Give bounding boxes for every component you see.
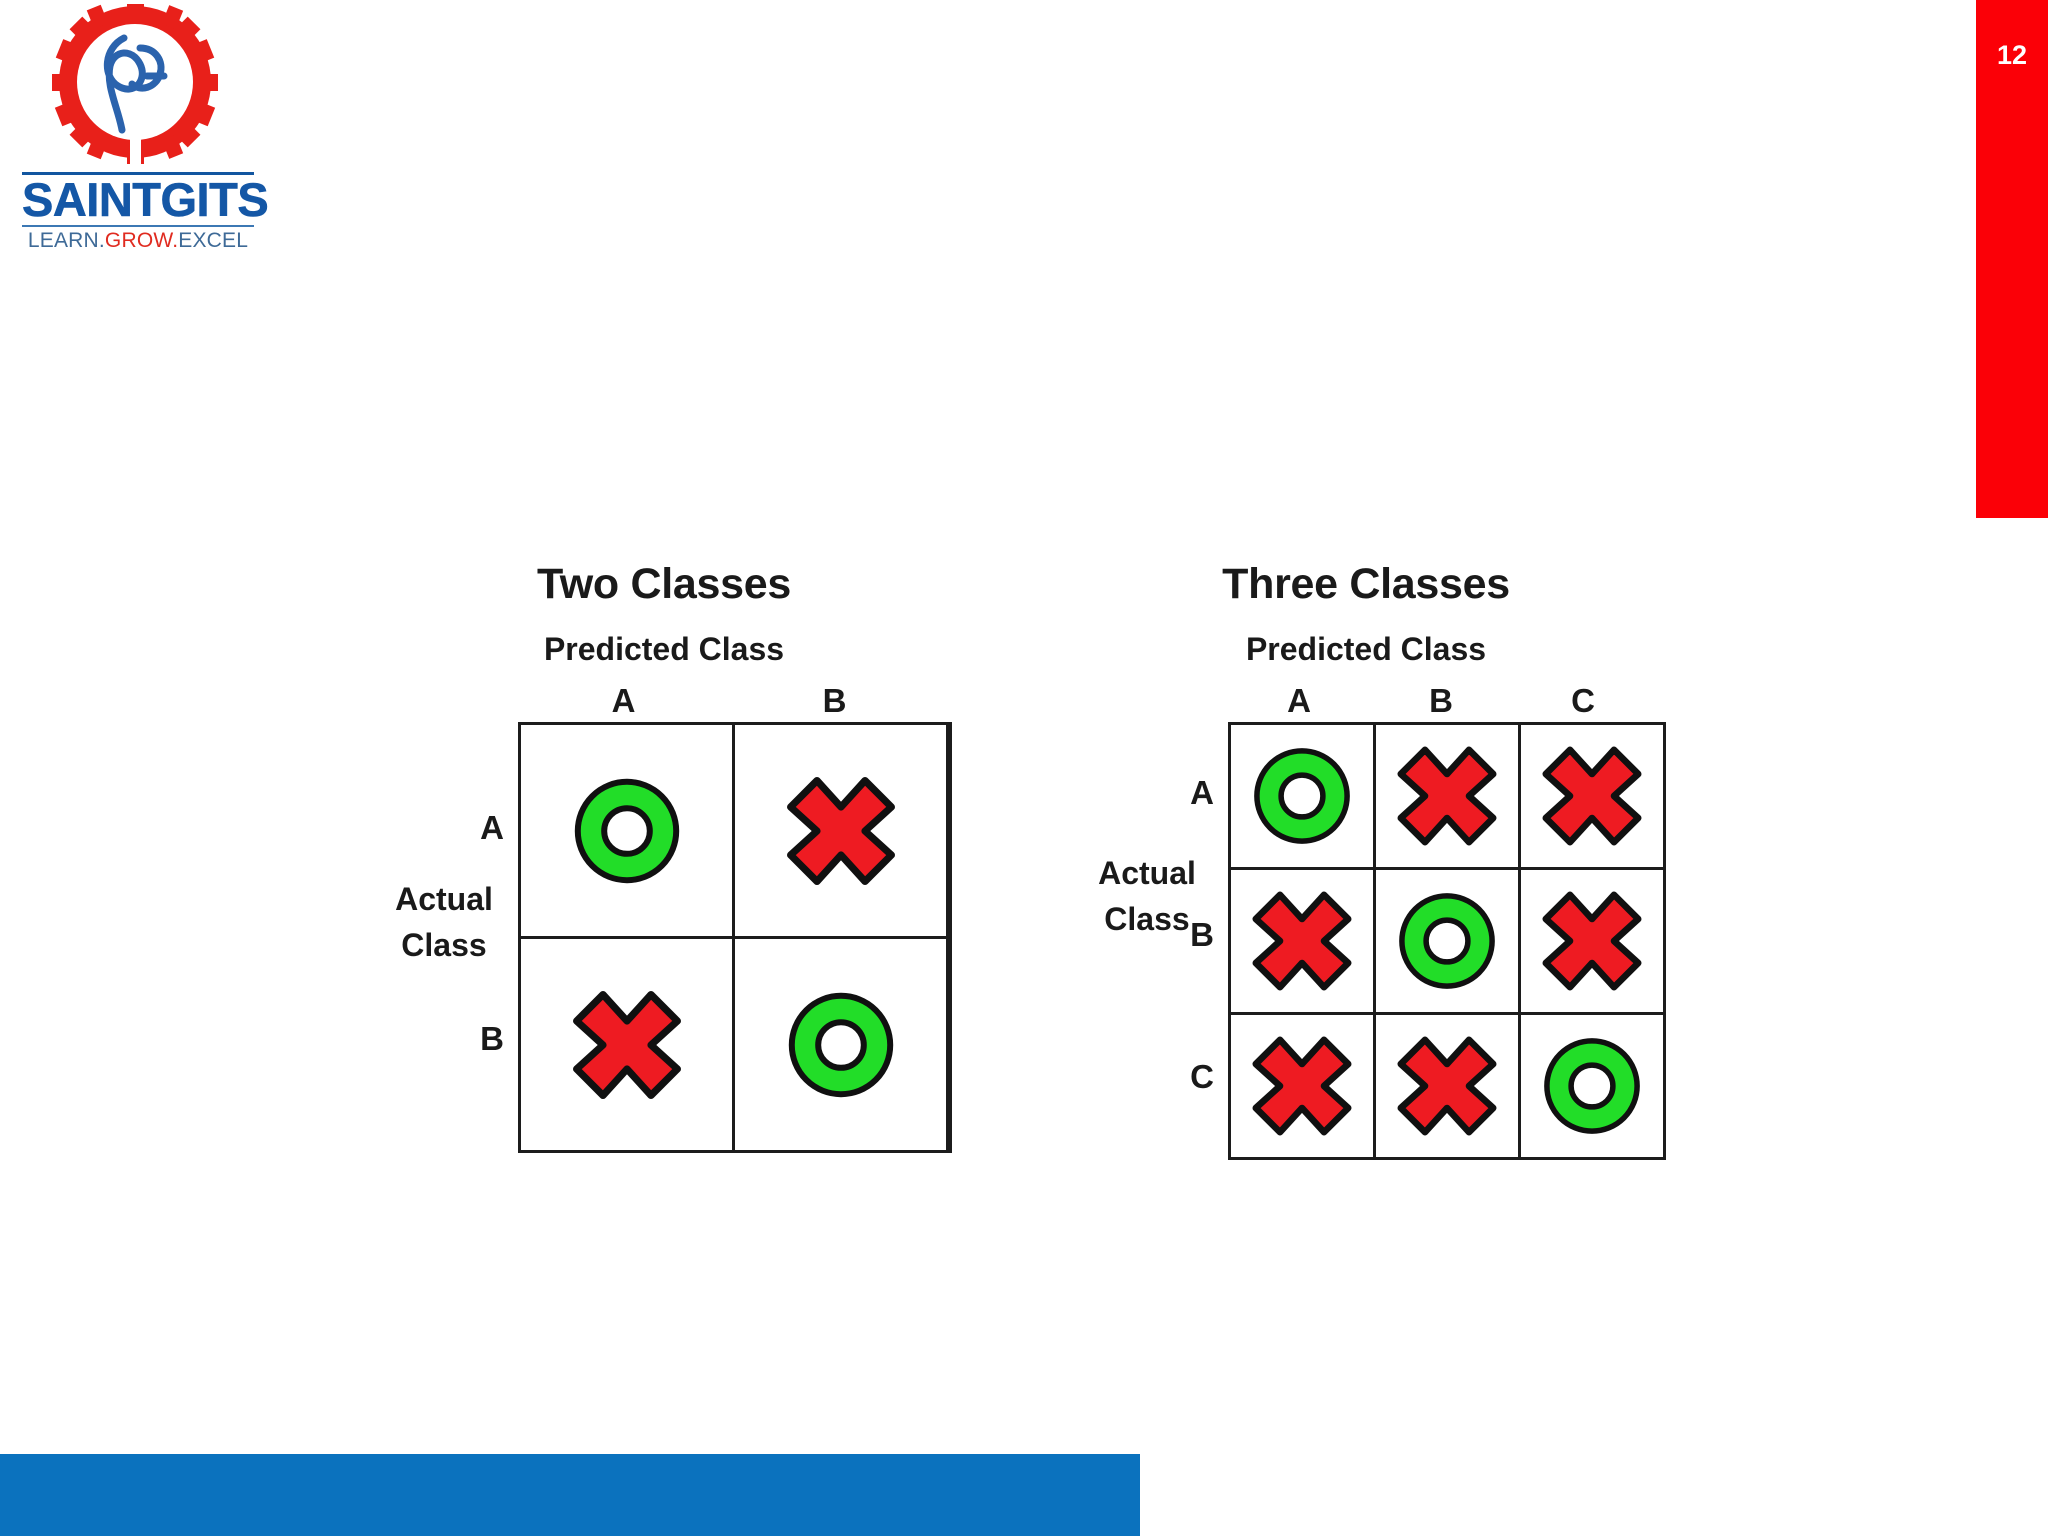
page-number: 12: [1996, 39, 2028, 70]
logo-name-text: SAINTGITS: [22, 173, 269, 226]
correct-ring-icon: [574, 778, 679, 883]
column-header-c: C: [1571, 682, 1595, 719]
cell-a-b: [1376, 725, 1518, 867]
cell-b-c: [1521, 870, 1663, 1012]
panel-title-two-classes: Two Classes: [536, 560, 791, 608]
row-headers-three: A B C: [1162, 722, 1214, 1148]
tagline-part-grow: GROW.: [104, 229, 179, 252]
cell-b-a: [521, 939, 732, 1150]
column-header-a: A: [1287, 682, 1311, 719]
row-header-b: B: [1190, 916, 1214, 953]
row-headers-two: A B: [452, 722, 504, 1144]
column-header-b: B: [822, 682, 847, 719]
predicted-class-label-two: Predicted Class: [543, 631, 785, 667]
cell-a-a: [521, 725, 732, 936]
actual-class-label-three: Actual Class: [1062, 850, 1232, 942]
column-header-a: A: [611, 682, 636, 719]
matrix-three-classes: Actual Class A B C A B C: [1098, 680, 1740, 1160]
wordmark-rule-bottom: [22, 225, 254, 227]
cell-a-c: [1521, 725, 1663, 867]
row-header-b: B: [480, 1019, 504, 1057]
actual-label-line-1: Actual: [395, 881, 493, 917]
actual-label-line-1: Actual: [1098, 855, 1196, 891]
panel-two-classes: Two Classes Predicted Class Actual Class…: [395, 560, 1030, 1153]
actual-class-label-two: Actual Class: [364, 876, 524, 968]
column-headers-two: A B: [518, 680, 1030, 722]
cell-a-b: [735, 725, 946, 936]
actual-label-line-2: Class: [1104, 901, 1190, 937]
correct-ring-icon: [788, 992, 893, 1097]
cell-b-b: [1376, 870, 1518, 1012]
correct-ring-icon: [1544, 1038, 1640, 1134]
panel-three-classes: Three Classes Predicted Class Actual Cla…: [1098, 560, 1740, 1160]
row-header-a: A: [1190, 774, 1214, 811]
correct-ring-icon: [1254, 748, 1350, 844]
incorrect-cross-icon: [1542, 891, 1642, 991]
cell-c-c: [1521, 1015, 1663, 1157]
incorrect-cross-icon: [1397, 746, 1497, 846]
wordmark-rule-top: [22, 172, 254, 175]
grid-two-classes: [518, 722, 952, 1153]
saintgits-wordmark: SAINTGITS LEARN.GROW.EXCEL: [22, 172, 269, 253]
cell-c-a: [1231, 1015, 1373, 1157]
cell-a-a: [1231, 725, 1373, 867]
correct-ring-icon: [1399, 893, 1495, 989]
saintgits-logo: SAINTGITS LEARN.GROW.EXCEL: [14, 0, 269, 269]
panel-title-three-classes: Three Classes: [1222, 560, 1510, 608]
incorrect-cross-icon: [1542, 746, 1642, 846]
tagline-part-excel: EXCEL: [178, 229, 249, 252]
saintgits-gear-emblem-icon: [51, 0, 219, 170]
grid-three-classes: [1228, 722, 1666, 1160]
cell-b-b: [735, 939, 946, 1150]
footer-accent-bar: [0, 1454, 1140, 1536]
confusion-matrix-figure: Two Classes Predicted Class Actual Class…: [0, 560, 2048, 1240]
actual-label-line-2: Class: [401, 927, 487, 963]
predicted-class-label-three: Predicted Class: [1245, 631, 1487, 667]
row-header-a: A: [480, 808, 504, 846]
incorrect-cross-icon: [786, 776, 895, 885]
row-header-c: C: [1190, 1058, 1214, 1095]
cell-b-a: [1231, 870, 1373, 1012]
column-headers-three: A B C: [1228, 680, 1740, 722]
matrix-two-classes: Actual Class A B A B: [395, 680, 1030, 1153]
incorrect-cross-icon: [572, 990, 681, 1099]
page-accent-bar: [1976, 0, 2048, 518]
incorrect-cross-icon: [1252, 891, 1352, 991]
tagline-part-learn: LEARN.: [27, 229, 105, 252]
logo-tagline-text: LEARN.GROW.EXCEL: [22, 229, 254, 253]
incorrect-cross-icon: [1397, 1036, 1497, 1136]
cell-c-b: [1376, 1015, 1518, 1157]
incorrect-cross-icon: [1252, 1036, 1352, 1136]
column-header-b: B: [1429, 682, 1453, 719]
